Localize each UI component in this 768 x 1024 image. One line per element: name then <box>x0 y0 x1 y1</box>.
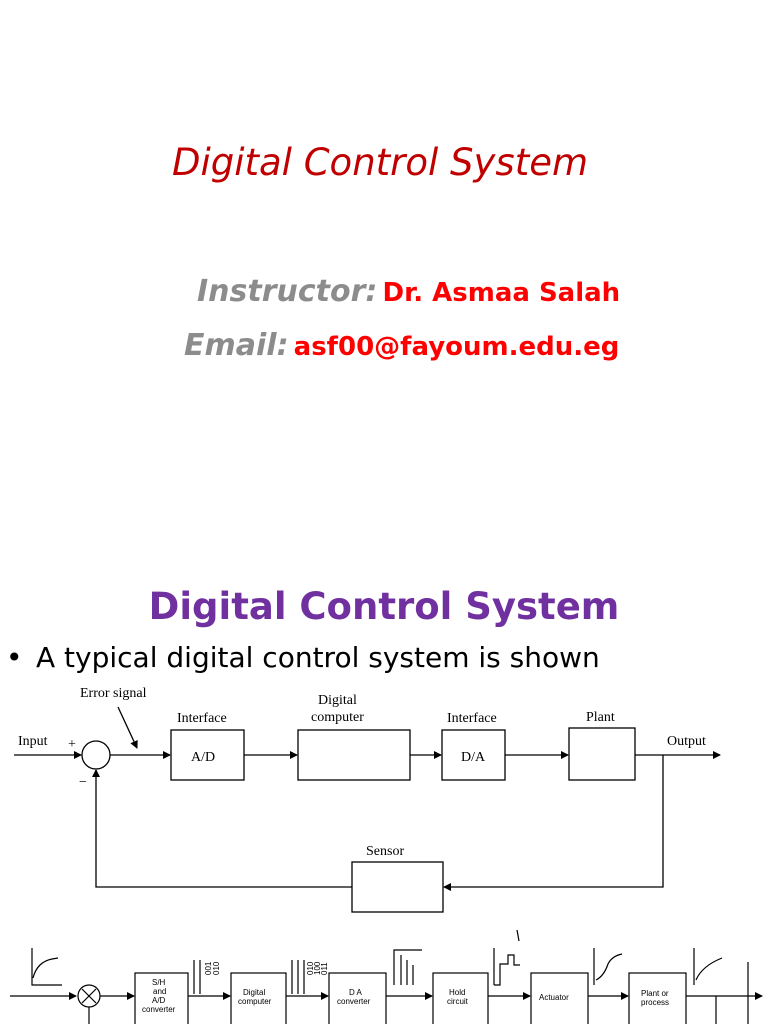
error-signal-pointer <box>117 706 138 749</box>
d2-hold-l2: circuit <box>447 997 469 1006</box>
staircase-signal <box>494 954 520 986</box>
d2-sh-l4: converter <box>142 1005 176 1014</box>
bullet-text: A typical digital control system is show… <box>36 641 600 674</box>
diagram1-labels: Error signal Input + − Interface A/D Dig… <box>18 686 706 859</box>
d2-sh-l1: S/H <box>152 978 166 987</box>
plant-label: Plant <box>586 710 615 725</box>
d2-da-block <box>328 972 387 1024</box>
d2-actuator-block <box>530 972 589 1024</box>
input-signal-axes <box>31 948 62 986</box>
d2-hold-l1: Hold <box>449 988 465 997</box>
plus-sign: + <box>68 737 76 752</box>
d2-digital-computer-block <box>230 972 287 1024</box>
slide1-title: Digital Control System <box>171 141 589 184</box>
plant-block <box>568 727 636 781</box>
d2-actuator: Actuator <box>539 993 569 1002</box>
feedback-path-right <box>443 755 664 891</box>
input-signal-curve <box>32 957 59 979</box>
feedback-path-left <box>92 769 352 888</box>
d2-code2-a: 010 <box>306 961 315 975</box>
bullet-dot: • <box>6 641 23 674</box>
slide2-title: Digital Control System <box>148 585 620 628</box>
input-label: Input <box>18 734 48 749</box>
d2-code2-b: 100 <box>313 961 322 975</box>
summing-junction <box>81 740 111 770</box>
d2-code1-b: 010 <box>212 961 221 975</box>
d2-dc-l2: computer <box>238 997 272 1006</box>
digital-computer-label-2: computer <box>311 710 364 725</box>
error-signal-label: Error signal <box>80 686 147 701</box>
d2-dc-l1: Digital <box>243 988 265 997</box>
email-value: asf00@fayoum.edu.eg <box>293 332 620 362</box>
interface-ad-label: Interface <box>177 711 227 726</box>
da-block-label: D/A <box>461 750 486 765</box>
output-label: Output <box>667 734 706 749</box>
actuator-signal-curve <box>595 953 623 981</box>
d2-da-l2: converter <box>337 997 371 1006</box>
d2-sh-l2: and <box>153 987 166 996</box>
d2-code1-a: 001 <box>204 961 213 975</box>
d2-plant-block <box>628 972 687 1024</box>
d2-sh-l3: A/D <box>152 996 166 1005</box>
ad-block-label: A/D <box>191 750 215 765</box>
d2-code2-c: 011 <box>320 962 329 975</box>
diagram1 <box>14 706 721 913</box>
d2-sh-ad-block <box>134 972 189 1024</box>
instructor-line: Instructor: Dr. Asmaa Salah <box>197 274 620 309</box>
digital-computer-label-1: Digital <box>318 693 357 708</box>
instructor-name: Dr. Asmaa Salah <box>382 278 621 308</box>
sensor-label: Sensor <box>366 844 404 859</box>
d2-plant-l1: Plant or <box>641 989 669 998</box>
interface-da-label: Interface <box>447 711 497 726</box>
output-signal-curve <box>695 957 723 981</box>
email-line: Email: asf00@fayoum.edu.eg <box>184 328 619 363</box>
d2-da-l1: D A <box>349 988 363 997</box>
pulse-axes <box>393 949 422 985</box>
sensor-block <box>351 861 444 913</box>
d2-hold-block <box>432 972 489 1024</box>
bullet-item: • A typical digital control system is sho… <box>6 641 600 674</box>
diagram2 <box>10 929 763 1024</box>
d2-plant-l2: process <box>641 998 669 1007</box>
digital-computer-block <box>297 729 411 781</box>
instructor-label: Instructor: <box>197 274 378 309</box>
diagram2-labels: S/H and A/D converter Digital computer D… <box>142 961 669 1014</box>
minus-sign: − <box>79 775 87 790</box>
email-label: Email: <box>184 328 289 363</box>
